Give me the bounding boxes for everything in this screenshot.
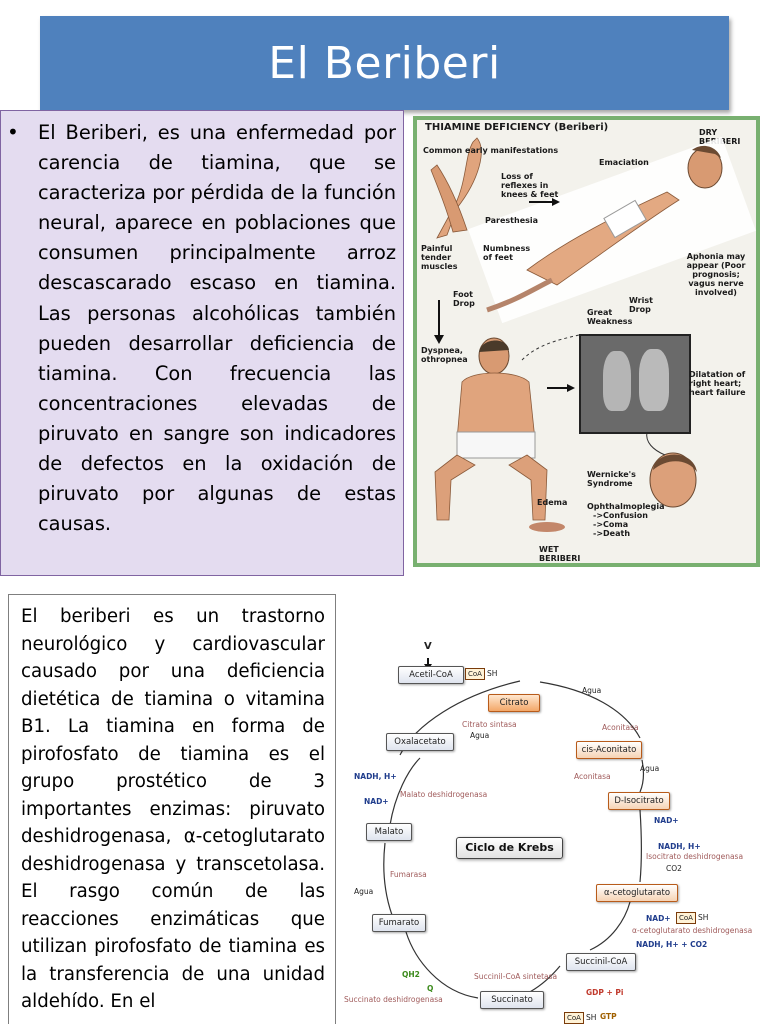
krebs-cycle-diagram: Acetil-CoA CoA SH Citrato Citrato sintas… bbox=[340, 630, 768, 1024]
node-malato: Malato bbox=[366, 823, 412, 841]
nadh-label-2: NADH, H+ bbox=[658, 842, 701, 851]
beriberi-illustration bbox=[430, 136, 756, 532]
v-label: V bbox=[424, 641, 432, 652]
thiamine-deficiency-figure: THIAMINE DEFICIENCY (Beriberi) DRY BERIB… bbox=[413, 116, 760, 567]
gtp-label: GTP bbox=[600, 1012, 617, 1021]
early-manifestations-label: Common early manifestations bbox=[423, 146, 559, 155]
agua-label-1: Agua bbox=[470, 731, 490, 740]
aconitasa-label-1: Aconitasa bbox=[602, 723, 639, 732]
wernicke-label: Wernicke's Syndrome bbox=[587, 470, 636, 488]
reflexes-label: Loss of reflexes in knees & feet bbox=[501, 172, 559, 199]
coma-label: ->Coma bbox=[593, 520, 629, 529]
succinato-dh-label: Succinato deshidrogenasa bbox=[344, 995, 443, 1004]
node-succinil-coa: Succinil-CoA bbox=[566, 953, 636, 971]
nad-label-2: NAD+ bbox=[654, 816, 679, 825]
coa-label-mid: CoA bbox=[676, 912, 696, 924]
description-paragraph: El beriberi es un trastorno neurológico … bbox=[21, 606, 325, 1012]
coa-label-top: CoA bbox=[465, 668, 485, 680]
q-label: Q bbox=[427, 984, 434, 993]
node-d-isocitrato: D-Isocitrato bbox=[608, 792, 670, 810]
nadh-co2-label: NADH, H+ + CO2 bbox=[636, 940, 708, 949]
node-cis-aconitato: cis-Aconitato bbox=[576, 741, 642, 759]
paresthesia-label: Paresthesia bbox=[485, 216, 539, 225]
co2-label-1: CO2 bbox=[666, 864, 682, 873]
aphonia-label: Aphonia may appear (Poor prognosis; vagu… bbox=[686, 252, 746, 297]
great-weakness-label: Great Weakness bbox=[587, 308, 633, 326]
sh-label-bottom: SH bbox=[586, 1013, 597, 1022]
wet-beriberi-label: WET BERIBERI bbox=[539, 545, 581, 563]
nad-label-1: NAD+ bbox=[364, 797, 389, 806]
sh-label-top: SH bbox=[487, 669, 498, 678]
node-alfa-cetoglutarato: α-cetoglutarato bbox=[596, 884, 678, 902]
aconitasa-label-2: Aconitasa bbox=[574, 772, 611, 781]
ophthalmoplegia-label: Ophthalmoplegia bbox=[587, 502, 665, 511]
node-citrato: Citrato bbox=[488, 694, 540, 712]
fumarasa-label: Fumarasa bbox=[390, 870, 427, 879]
krebs-cycle-arrows bbox=[383, 658, 645, 1001]
beriberi-description-box: El beriberi es un trastorno neurológico … bbox=[8, 594, 336, 1024]
title-bar: El Beriberi bbox=[40, 16, 729, 110]
nadh-label-1: NADH, H+ bbox=[354, 772, 397, 781]
malato-dh-label: Malato deshidrogenasa bbox=[400, 790, 488, 799]
gdp-label: GDP + Pi bbox=[586, 988, 624, 997]
sh-label-mid: SH bbox=[698, 913, 709, 922]
bullet-marker: • bbox=[7, 120, 19, 144]
isocitrato-dh-label: Isocitrato deshidrogenasa bbox=[646, 852, 744, 861]
citrato-sintasa-label: Citrato sintasa bbox=[462, 720, 517, 729]
confusion-label: ->Confusion bbox=[593, 511, 648, 520]
qh2-label: QH2 bbox=[402, 970, 420, 979]
succinil-coa-sintetasa-label: Succinil-CoA sintetasa bbox=[474, 972, 558, 981]
chest-xray bbox=[579, 334, 691, 434]
bullet-paragraph: El Beriberi, es una enfermedad por caren… bbox=[38, 121, 396, 536]
node-acetil-coa: Acetil-CoA bbox=[398, 666, 464, 684]
agua-label-4: Agua bbox=[354, 887, 374, 896]
krebs-title: Ciclo de Krebs bbox=[456, 837, 563, 859]
bullet-text-box: • El Beriberi, es una enfermedad por car… bbox=[0, 110, 404, 576]
death-label: ->Death bbox=[593, 529, 631, 538]
edema-label: Edema bbox=[537, 498, 568, 507]
slide-title: El Beriberi bbox=[268, 37, 501, 89]
foot-drop-label: Foot Drop bbox=[453, 290, 475, 308]
figure-heading: THIAMINE DEFICIENCY (Beriberi) bbox=[425, 122, 609, 133]
painful-muscles-label: Painful tender muscles bbox=[421, 244, 458, 271]
agua-label-3: Agua bbox=[640, 764, 660, 773]
numbness-label: Numbness of feet bbox=[483, 244, 531, 262]
emaciation-label: Emaciation bbox=[599, 158, 649, 167]
dyspnea-label: Dyspnea, othropnea bbox=[421, 346, 468, 364]
agua-label-2: Agua bbox=[582, 686, 602, 695]
node-oxalacetato: Oxalacetato bbox=[386, 733, 454, 751]
node-fumarato: Fumarato bbox=[372, 914, 426, 932]
coa-label-bottom: CoA bbox=[564, 1012, 584, 1024]
dilatation-label: Dilatation of right heart; heart failure bbox=[689, 370, 746, 397]
node-succinato: Succinato bbox=[480, 991, 544, 1009]
akg-dh-label: α-cetoglutarato deshidrogenasa bbox=[632, 926, 753, 935]
nad-label-3: NAD+ bbox=[646, 914, 671, 923]
wrist-drop-label: Wrist Drop bbox=[629, 296, 653, 314]
